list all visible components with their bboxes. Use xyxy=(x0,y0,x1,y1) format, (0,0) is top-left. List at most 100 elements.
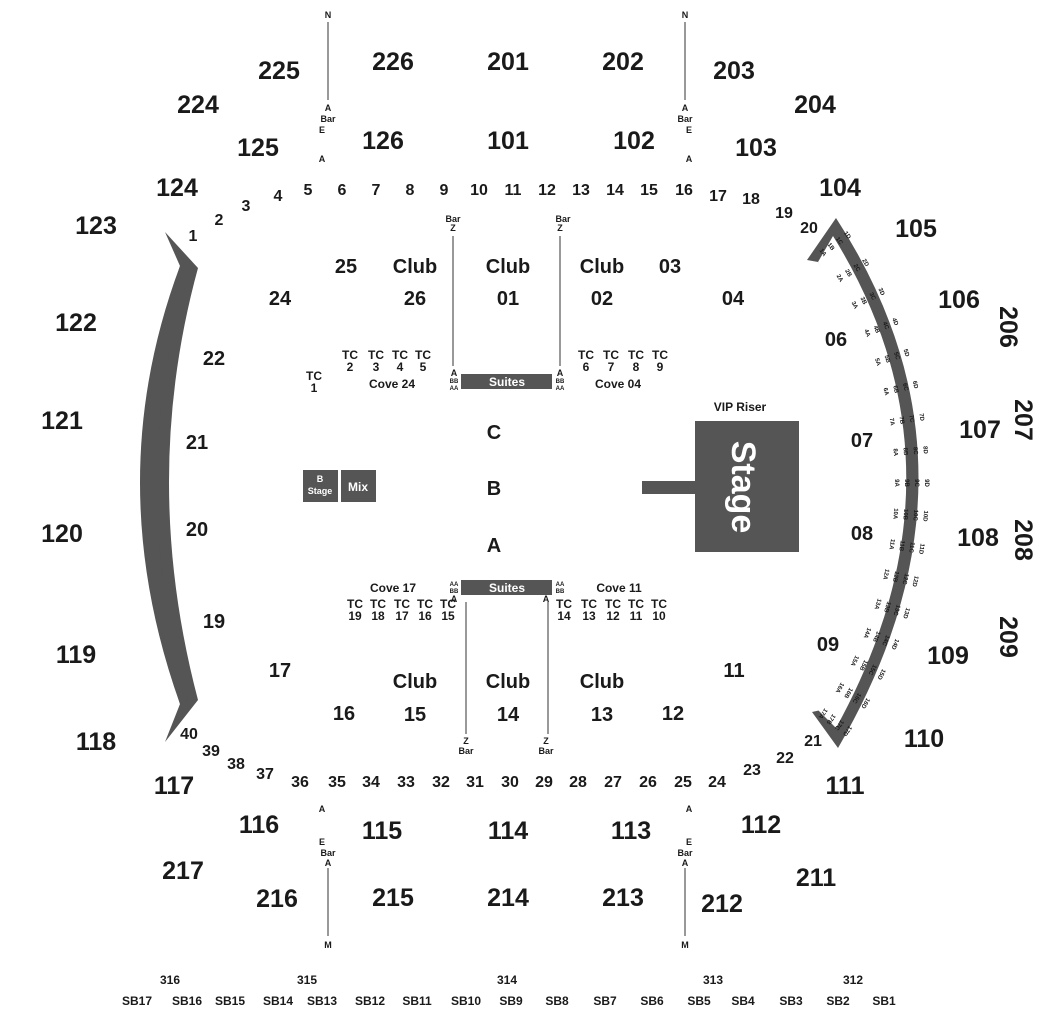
floor-01[interactable]: 01 xyxy=(497,288,519,310)
floor-20[interactable]: 20 xyxy=(186,519,208,541)
svg-text:32: 32 xyxy=(432,774,450,791)
super-box-sb12[interactable]: SB12 xyxy=(355,994,385,1008)
section-207[interactable]: 207 xyxy=(1009,399,1037,441)
suites-bottom-bar[interactable] xyxy=(461,580,552,595)
section-118[interactable]: 118 xyxy=(76,728,116,756)
section-113[interactable]: 113 xyxy=(611,817,651,845)
section-225[interactable]: 225 xyxy=(258,57,300,85)
section-126[interactable]: 126 xyxy=(362,127,404,155)
section-206[interactable]: 206 xyxy=(994,306,1022,348)
section-110[interactable]: 110 xyxy=(904,725,944,753)
floor-24[interactable]: 24 xyxy=(269,288,292,310)
mix-block[interactable] xyxy=(341,470,376,502)
super-box-sb16[interactable]: SB16 xyxy=(172,994,202,1008)
section-208[interactable]: 208 xyxy=(1009,519,1037,561)
section-102[interactable]: 102 xyxy=(613,127,655,155)
section-106[interactable]: 106 xyxy=(938,286,980,314)
section-111[interactable]: 111 xyxy=(826,772,865,800)
floor-17[interactable]: 17 xyxy=(269,660,291,682)
b-stage-block[interactable] xyxy=(303,470,338,502)
section-123[interactable]: 123 xyxy=(75,212,117,240)
section-213[interactable]: 213 xyxy=(602,884,644,912)
section-104[interactable]: 104 xyxy=(819,174,861,202)
floor-club-f[interactable]: Club xyxy=(580,671,624,693)
section-120[interactable]: 120 xyxy=(41,520,83,548)
section-204[interactable]: 204 xyxy=(794,91,836,119)
super-box-sb7[interactable]: SB7 xyxy=(593,994,617,1008)
floor-13[interactable]: 13 xyxy=(591,704,613,726)
floor-02[interactable]: 02 xyxy=(591,288,613,310)
floor-04[interactable]: 04 xyxy=(722,288,745,310)
section-116[interactable]: 116 xyxy=(239,811,279,839)
section-112[interactable]: 112 xyxy=(741,811,781,839)
svg-text:18: 18 xyxy=(371,609,385,623)
floor-12[interactable]: 12 xyxy=(662,703,684,725)
section-115[interactable]: 115 xyxy=(362,817,402,845)
section-121[interactable]: 121 xyxy=(41,407,83,435)
section-109[interactable]: 109 xyxy=(927,642,969,670)
section-216[interactable]: 216 xyxy=(256,885,298,913)
section-122[interactable]: 122 xyxy=(55,309,97,337)
super-box-sb4[interactable]: SB4 xyxy=(731,994,755,1008)
floor-club-b[interactable]: Club xyxy=(486,256,530,278)
floor-15[interactable]: 15 xyxy=(404,704,426,726)
floor-club-e[interactable]: Club xyxy=(486,671,530,693)
floor-club-c[interactable]: Club xyxy=(580,256,624,278)
section-124[interactable]: 124 xyxy=(156,174,198,202)
suites-top-bar[interactable] xyxy=(461,374,552,389)
section-125[interactable]: 125 xyxy=(237,134,279,162)
floor-21[interactable]: 21 xyxy=(186,432,208,454)
floor-row-b[interactable]: B xyxy=(487,478,501,500)
section-114[interactable]: 114 xyxy=(488,817,528,845)
section-202[interactable]: 202 xyxy=(602,48,644,76)
floor-16[interactable]: 16 xyxy=(333,703,355,725)
section-226[interactable]: 226 xyxy=(372,48,414,76)
super-box-sb6[interactable]: SB6 xyxy=(640,994,664,1008)
section-105[interactable]: 105 xyxy=(895,215,937,243)
section-119[interactable]: 119 xyxy=(56,641,96,669)
section-211[interactable]: 211 xyxy=(796,864,836,892)
section-101[interactable]: 101 xyxy=(487,127,529,155)
section-201[interactable]: 201 xyxy=(487,48,529,76)
super-box-sb8[interactable]: SB8 xyxy=(545,994,569,1008)
super-box-sb14[interactable]: SB14 xyxy=(263,994,293,1008)
section-215[interactable]: 215 xyxy=(372,884,414,912)
floor-row-c[interactable]: C xyxy=(487,422,501,444)
floor-14[interactable]: 14 xyxy=(497,704,520,726)
section-212[interactable]: 212 xyxy=(701,890,743,918)
floor-club-a[interactable]: Club xyxy=(393,256,437,278)
super-box-sb1[interactable]: SB1 xyxy=(872,994,896,1008)
stage-block[interactable] xyxy=(695,421,799,552)
super-box-sb13[interactable]: SB13 xyxy=(307,994,337,1008)
riser-row-3b: 3B xyxy=(858,296,867,306)
section-108[interactable]: 108 xyxy=(957,524,999,552)
floor-row-a[interactable]: A xyxy=(487,535,501,557)
section-224[interactable]: 224 xyxy=(177,91,219,119)
floor-26[interactable]: 26 xyxy=(404,288,426,310)
super-box-sb10[interactable]: SB10 xyxy=(451,994,481,1008)
floor-11[interactable]: 11 xyxy=(723,660,744,682)
super-box-sb9[interactable]: SB9 xyxy=(499,994,523,1008)
floor-08[interactable]: 08 xyxy=(851,523,873,545)
super-box-sb2[interactable]: SB2 xyxy=(826,994,850,1008)
section-103[interactable]: 103 xyxy=(735,134,777,162)
floor-09[interactable]: 09 xyxy=(817,634,839,656)
floor-19[interactable]: 19 xyxy=(203,611,225,633)
floor-club-d[interactable]: Club xyxy=(393,671,437,693)
section-217[interactable]: 217 xyxy=(162,857,204,885)
super-box-sb17[interactable]: SB17 xyxy=(122,994,152,1008)
section-107[interactable]: 107 xyxy=(959,416,1001,444)
floor-22[interactable]: 22 xyxy=(203,348,225,370)
super-box-sb3[interactable]: SB3 xyxy=(779,994,803,1008)
section-209[interactable]: 209 xyxy=(994,616,1022,658)
section-117[interactable]: 117 xyxy=(154,772,194,800)
super-box-sb11[interactable]: SB11 xyxy=(402,994,432,1008)
super-box-sb15[interactable]: SB15 xyxy=(215,994,245,1008)
floor-03[interactable]: 03 xyxy=(659,256,681,278)
super-box-sb5[interactable]: SB5 xyxy=(687,994,711,1008)
section-203[interactable]: 203 xyxy=(713,57,755,85)
floor-06[interactable]: 06 xyxy=(825,329,847,351)
section-214[interactable]: 214 xyxy=(487,884,529,912)
floor-25[interactable]: 25 xyxy=(335,256,357,278)
floor-07[interactable]: 07 xyxy=(851,430,873,452)
